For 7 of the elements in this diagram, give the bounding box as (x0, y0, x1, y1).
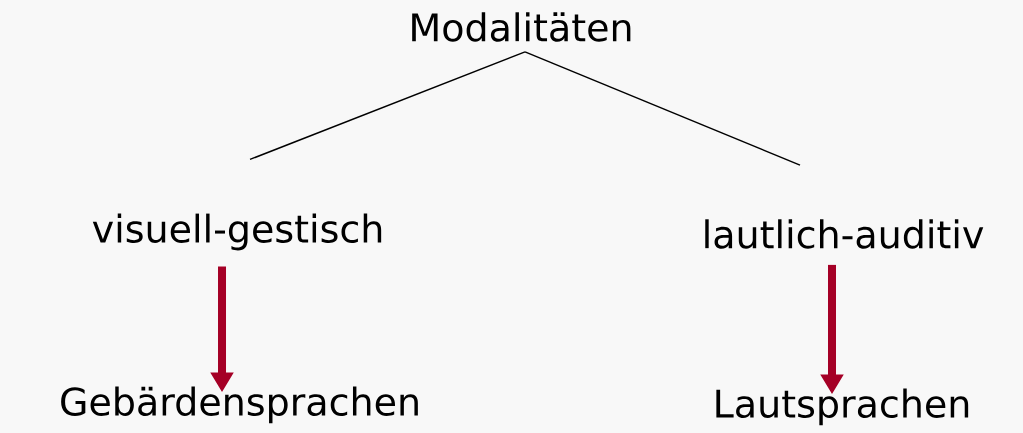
node-label: Modalitäten (412, 12, 631, 42)
connector-line (524, 51, 801, 166)
node-label: lautlich-auditiv (705, 219, 984, 249)
node-label: visuell-gestisch (92, 213, 382, 251)
node-label: Gebärdensprachen (61, 386, 418, 424)
node-label: Lautsprachen (716, 388, 969, 426)
connector-line (249, 51, 526, 161)
